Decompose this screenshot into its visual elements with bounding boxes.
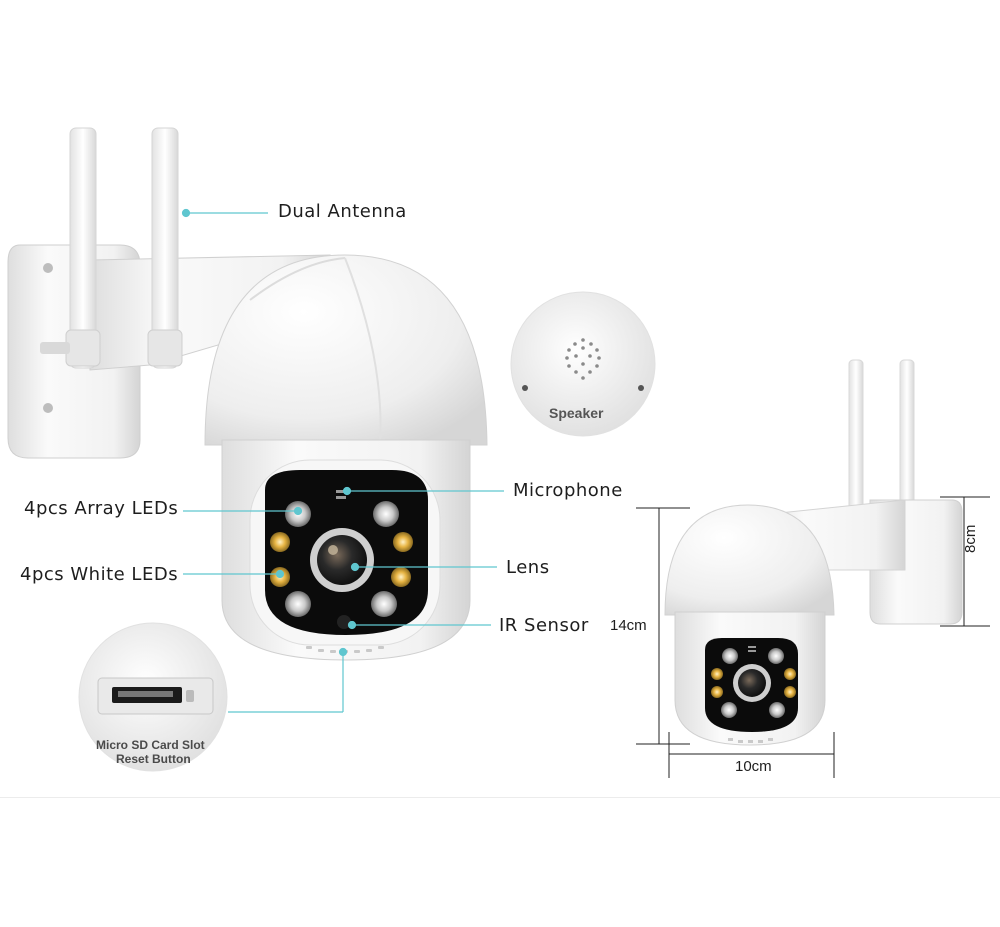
speaker-inset — [510, 291, 656, 437]
dim-height: 14cm — [610, 617, 647, 634]
caption-speaker: Speaker — [549, 405, 604, 421]
label-white-leds: 4pcs White LEDs — [20, 564, 179, 585]
caption-sd-slot: Micro SD Card Slot — [96, 738, 205, 752]
dim-width: 10cm — [735, 758, 772, 775]
main-camera — [7, 127, 488, 661]
callout-lines — [181, 208, 504, 713]
bottom-divider — [0, 797, 1000, 798]
caption-reset-button: Reset Button — [116, 752, 191, 766]
dim-depth: 8cm — [962, 524, 979, 553]
label-lens: Lens — [506, 557, 550, 578]
sd-slot-inset — [78, 622, 228, 772]
side-camera — [664, 359, 963, 746]
label-ir-sensor: IR Sensor — [499, 615, 589, 636]
label-microphone: Microphone — [513, 480, 623, 501]
dimension-lines — [636, 496, 990, 778]
label-dual-antenna: Dual Antenna — [278, 201, 407, 222]
label-array-leds: 4pcs Array LEDs — [24, 498, 179, 519]
